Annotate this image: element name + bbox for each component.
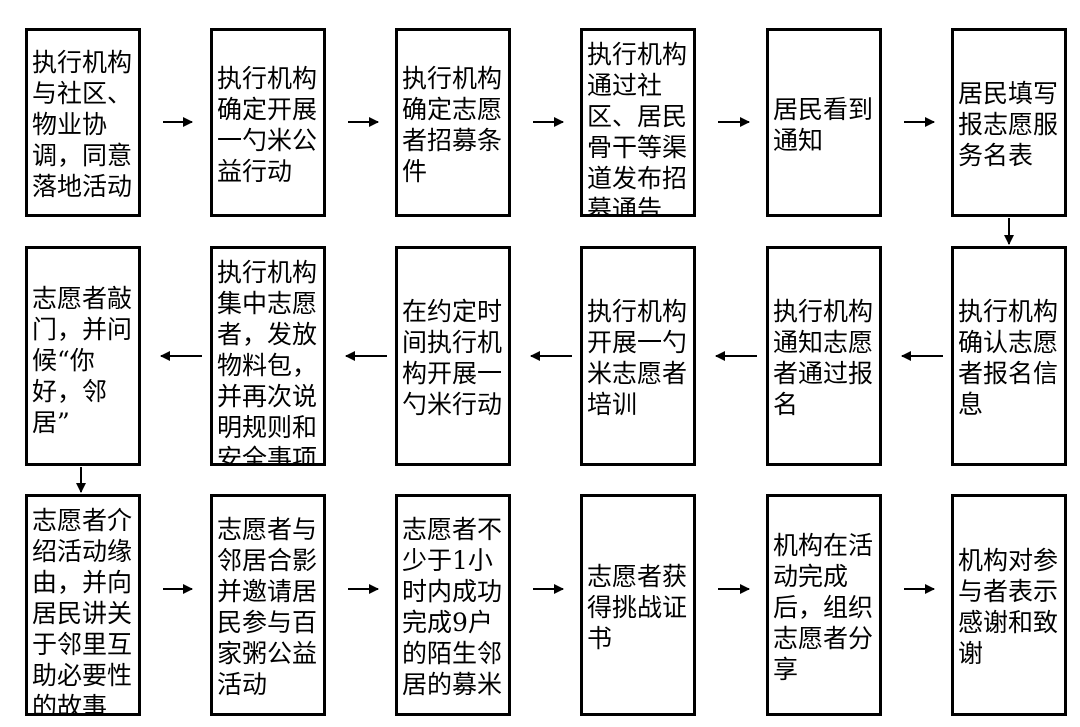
step-7-text: 执行机构确认志愿者报名信息 <box>958 297 1059 419</box>
step-13-box: 志愿者介绍活动缘由，并向居民讲关于邻里互助必要性的故事 <box>25 494 141 716</box>
step-4-box: 执行机构通过社区、居民骨干等渠道发布招募通告 <box>580 28 696 217</box>
step-6-text: 居民填写报志愿服务名表 <box>958 79 1059 170</box>
step-17-text: 机构在活动完成后，组织志愿者分享 <box>773 530 874 684</box>
step-9-text: 执行机构开展一勺米志愿者培训 <box>587 297 688 419</box>
step-8-box: 执行机构通知志愿者通过报名 <box>766 246 882 466</box>
step-18-text: 机构对参与者表示感谢和致谢 <box>958 546 1059 668</box>
step-15-box: 志愿者不少于1小时内成功完成9户的陌生邻居的募米 <box>395 494 511 716</box>
step-2-text: 执行机构确定开展一勺米公益行动 <box>217 63 318 186</box>
step-14-box: 志愿者与邻居合影并邀请居民参与百家粥公益活动 <box>210 494 326 716</box>
step-8-text: 执行机构通知志愿者通过报名 <box>773 297 874 419</box>
step-2-box: 执行机构确定开展一勺米公益行动 <box>210 28 326 217</box>
step-4-text: 执行机构通过社区、居民骨干等渠道发布招募通告 <box>587 40 688 217</box>
step-11-box: 执行机构集中志愿者，发放物料包，并再次说明规则和安全事项 <box>210 246 326 466</box>
step-5-box: 居民看到通知 <box>766 28 882 217</box>
step-6-box: 居民填写报志愿服务名表 <box>951 28 1067 217</box>
step-3-text: 执行机构确定志愿者招募条件 <box>402 63 503 186</box>
step-5-text: 居民看到通知 <box>773 94 874 155</box>
step-16-text: 志愿者获得挑战证书 <box>587 561 688 653</box>
step-3-box: 执行机构确定志愿者招募条件 <box>395 28 511 217</box>
step-12-box: 志愿者敲门，并问候“你好，邻居” <box>25 246 141 466</box>
step-13-text: 志愿者介绍活动缘由，并向居民讲关于邻里互助必要性的故事 <box>32 506 133 716</box>
step-12-text: 志愿者敲门，并问候“你好，邻居” <box>32 284 133 437</box>
step-10-box: 在约定时间执行机构开展一勺米行动 <box>395 246 511 466</box>
step-7-box: 执行机构确认志愿者报名信息 <box>951 246 1067 466</box>
step-16-box: 志愿者获得挑战证书 <box>580 494 696 716</box>
step-18-box: 机构对参与者表示感谢和致谢 <box>951 494 1067 716</box>
step-14-text: 志愿者与邻居合影并邀请居民参与百家粥公益活动 <box>217 515 318 699</box>
step-1-box: 执行机构与社区、物业协调，同意落地活动 <box>25 28 141 217</box>
step-11-text: 执行机构集中志愿者，发放物料包，并再次说明规则和安全事项 <box>217 258 318 466</box>
step-1-text: 执行机构与社区、物业协调，同意落地活动 <box>32 48 133 201</box>
step-9-box: 执行机构开展一勺米志愿者培训 <box>580 246 696 466</box>
step-17-box: 机构在活动完成后，组织志愿者分享 <box>766 494 882 716</box>
step-15-text: 志愿者不少于1小时内成功完成9户的陌生邻居的募米 <box>402 515 503 699</box>
step-10-text: 在约定时间执行机构开展一勺米行动 <box>402 297 503 419</box>
